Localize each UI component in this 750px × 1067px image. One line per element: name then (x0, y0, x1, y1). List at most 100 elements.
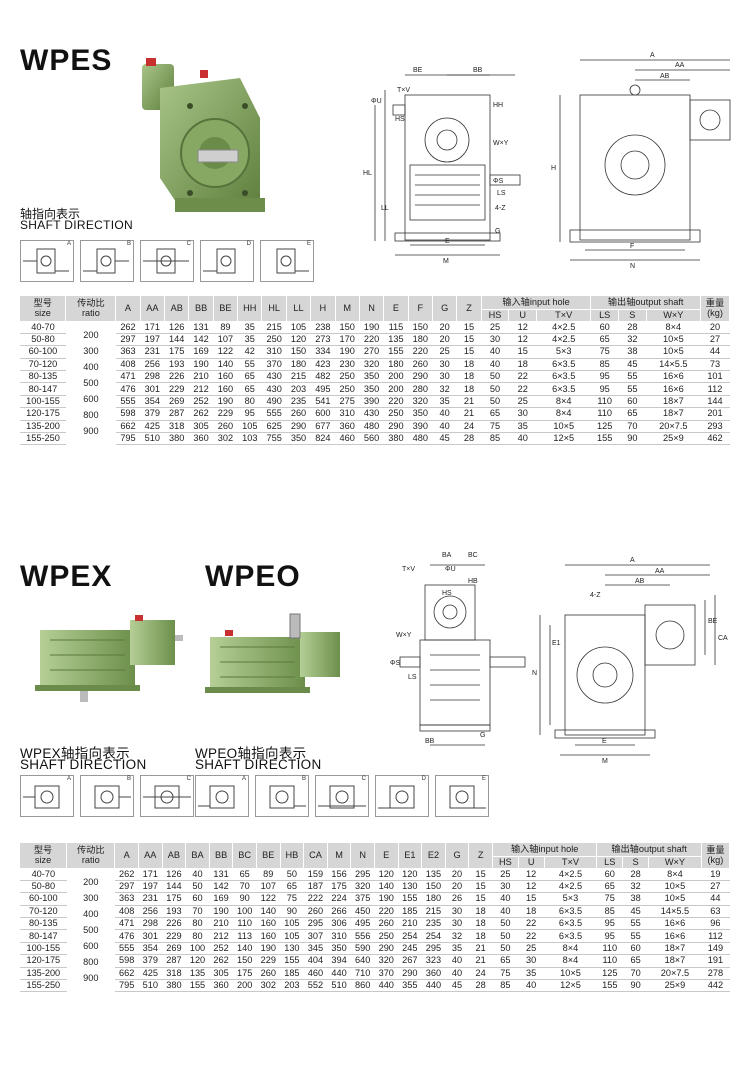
table-cell: 278 (701, 967, 730, 981)
table-cell: 90 (280, 905, 304, 919)
table-cell: 126 (162, 868, 186, 881)
table-cell: 75 (492, 967, 519, 981)
table-cell: 193 (162, 905, 186, 919)
table-cell: 80 (237, 395, 262, 409)
table-cell: 40 (492, 892, 519, 906)
model-title-wpes: WPES (20, 44, 113, 77)
svg-text:BC: BC (468, 552, 478, 559)
svg-text:BB: BB (425, 738, 435, 745)
table-cell: 795 (114, 979, 139, 993)
table-header-col: G (445, 843, 470, 869)
table-cell: 471 (114, 917, 139, 931)
size-cell: 50-80 (20, 333, 66, 347)
table-cell: 125 (596, 967, 623, 981)
size-cell: 70-120 (20, 358, 66, 372)
table-cell: 55 (618, 382, 647, 396)
table-cell: 598 (115, 407, 141, 421)
table-cell: 25×9 (648, 979, 702, 993)
table-cell: 200 (383, 370, 409, 384)
svg-text:ΦS: ΦS (493, 178, 504, 185)
table-cell: 85 (596, 905, 623, 919)
table-cell: 40 (445, 954, 469, 968)
table-cell: 394 (327, 954, 351, 968)
svg-text:LS: LS (408, 674, 417, 681)
table-header-col: T×V (536, 309, 592, 322)
table-cell: 20 (432, 333, 457, 347)
table-cell: 354 (138, 942, 163, 956)
model-title-wpeo: WPEO (205, 560, 301, 593)
table-cell: 298 (138, 917, 163, 931)
table-cell: 75 (280, 892, 304, 906)
table-cell: 65 (622, 954, 649, 968)
table-cell: 175 (232, 967, 257, 981)
table-cell: 290 (374, 942, 399, 956)
size-cell: 135-200 (20, 967, 67, 981)
table-cell: 89 (213, 321, 238, 334)
table-cell: 44 (701, 892, 730, 906)
table-cell: 229 (162, 929, 186, 943)
table-cell: 110 (232, 917, 257, 931)
table-cell: 350 (408, 407, 433, 421)
table-cell: 90 (232, 892, 257, 906)
table-cell: 201 (700, 407, 730, 421)
table-cell: 510 (140, 432, 165, 446)
table-cell: 44 (700, 345, 730, 359)
table-cell: 231 (140, 345, 165, 359)
table-cell: 169 (209, 892, 233, 906)
size-cell: 80-135 (20, 370, 66, 384)
table-cell: 18×7 (648, 954, 702, 968)
svg-text:BB: BB (473, 67, 483, 74)
table-cell: 290 (286, 420, 311, 434)
table-cell: 290 (398, 967, 422, 981)
table-cell: 155 (590, 432, 619, 446)
table-cell: 160 (213, 370, 238, 384)
table-cell: 541 (310, 395, 336, 409)
table-cell: 380 (164, 432, 189, 446)
table-cell: 22 (508, 382, 537, 396)
table-header-col: BB (188, 296, 214, 322)
table-cell: 60 (596, 868, 623, 881)
table-cell: 191 (701, 954, 730, 968)
table-header-col: E1 (398, 843, 423, 869)
table-cell: 65 (237, 382, 262, 396)
svg-text:4-Z: 4-Z (590, 592, 601, 599)
table-cell: 25×9 (646, 432, 701, 446)
table-header-col: U (518, 856, 545, 869)
table-cell: 215 (261, 321, 287, 334)
table-cell: 229 (164, 382, 189, 396)
ratio-value: 900 (83, 426, 99, 437)
table-cell: 60 (590, 321, 619, 334)
table-cell: 210 (398, 917, 422, 931)
table-cell: 120 (398, 868, 422, 881)
shaft-direction-a: A (20, 775, 74, 817)
table-cell: 180 (408, 333, 433, 347)
size-cell: 80-135 (20, 917, 67, 931)
table-cell: 360 (335, 420, 360, 434)
table-cell: 144 (700, 395, 730, 409)
table-cell: 175 (162, 892, 186, 906)
table-cell: 273 (310, 333, 336, 347)
table-cell: 355 (398, 979, 422, 993)
table-cell: 160 (256, 917, 281, 931)
ratio-value: 900 (83, 973, 99, 984)
table-cell: 150 (232, 954, 257, 968)
table-cell: 130 (398, 880, 422, 894)
table-cell: 250 (335, 370, 360, 384)
table-cell: 212 (188, 382, 214, 396)
table-cell: 115 (383, 321, 409, 334)
table-cell: 80 (185, 929, 210, 943)
table-cell: 6×3.5 (536, 382, 591, 396)
table-cell: 262 (188, 407, 214, 421)
table-cell: 156 (327, 868, 351, 881)
table-cell: 89 (256, 868, 281, 881)
table-cell: 200 (232, 979, 257, 993)
table-cell: 190 (213, 395, 238, 409)
svg-text:BA: BA (442, 552, 452, 559)
table-cell: 40 (185, 868, 210, 881)
table-cell: 190 (188, 358, 214, 372)
